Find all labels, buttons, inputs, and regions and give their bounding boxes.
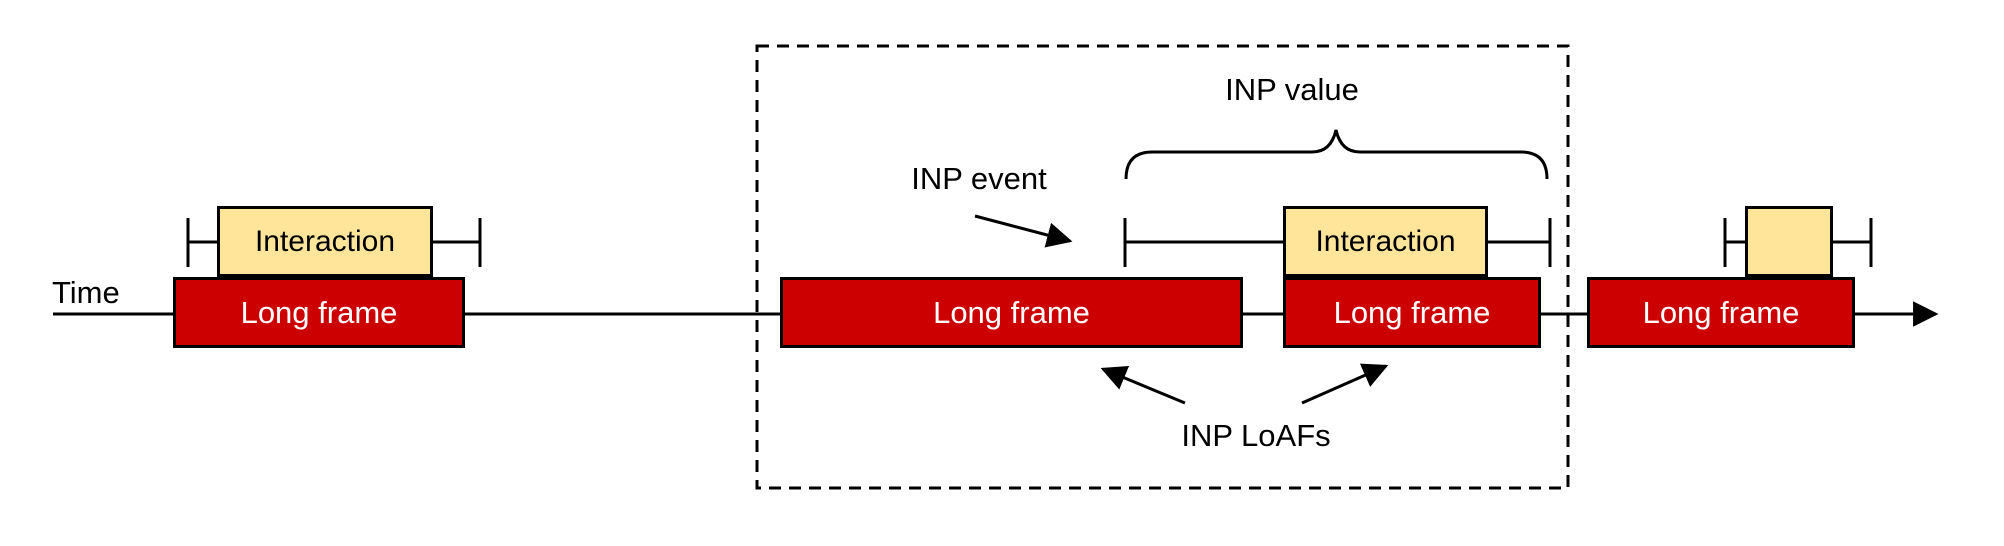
inp-group-outline	[755, 44, 1570, 490]
time-axis-label: Time	[52, 275, 120, 310]
inp-loafs-arrow-left	[1100, 366, 1186, 405]
interaction-2-whiskers	[1123, 218, 1552, 267]
long-frame-4: Long frame	[1587, 277, 1855, 348]
long-frame-3: Long frame	[1283, 277, 1541, 348]
interaction-1: Interaction	[217, 206, 433, 277]
inp-event-arrow	[974, 214, 1073, 248]
interaction-2: Interaction	[1283, 206, 1488, 277]
long-frame-1: Long frame	[173, 277, 465, 348]
inp-value-label: INP value	[1225, 72, 1359, 107]
interaction-3	[1745, 206, 1833, 277]
inp-loafs-label: INP LoAFs	[1181, 418, 1331, 453]
inp-value-brace	[1124, 129, 1549, 180]
inp-loafs-arrow-right	[1301, 363, 1389, 405]
inp-event-label: INP event	[911, 161, 1047, 196]
long-frame-2: Long frame	[780, 277, 1243, 348]
interaction-1-whiskers	[186, 218, 482, 267]
interaction-3-whiskers	[1723, 218, 1873, 267]
